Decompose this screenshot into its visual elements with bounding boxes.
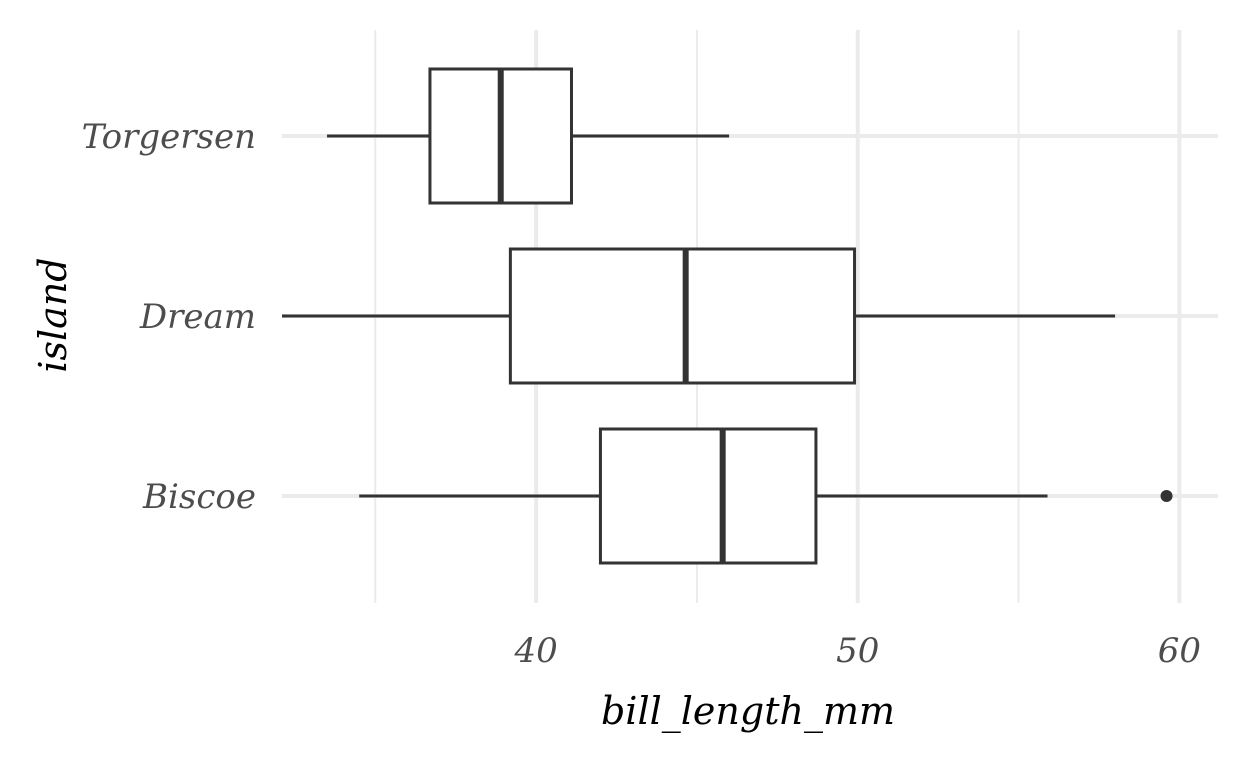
box-iqr [598,427,818,565]
y-tick-label: Biscoe [142,477,256,517]
y-tick-label: Dream [139,297,256,337]
x-tick-label: 60 [1158,631,1201,671]
y-tick-label: Torgersen [82,117,256,157]
x-tick-label: 50 [836,631,879,671]
y-axis-title: island [31,257,75,372]
box-iqr [508,247,857,385]
outlier-point [1160,490,1173,502]
x-axis-title: bill_length_mm [601,689,895,734]
boxes [282,67,1173,565]
x-tick-label: 40 [513,631,557,671]
